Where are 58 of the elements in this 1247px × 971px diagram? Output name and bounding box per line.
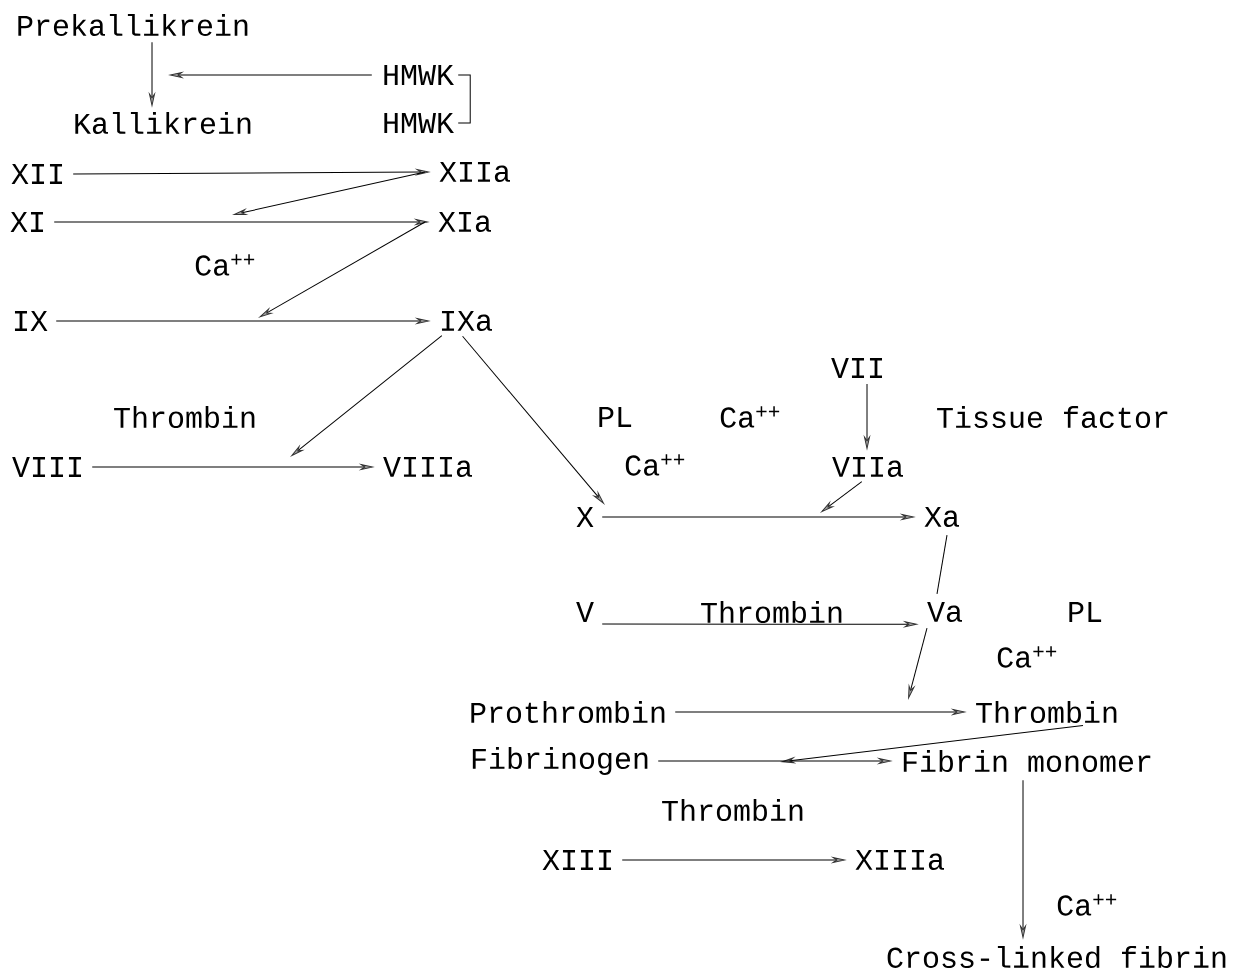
- arrow: [291, 335, 443, 457]
- cofactor-label: Thrombin: [701, 601, 842, 623]
- arrow: [53, 219, 428, 225]
- cofactor-label: Thrombin: [114, 406, 255, 428]
- factor-label: HMWK: [384, 113, 454, 133]
- arrow: [169, 72, 373, 78]
- arrow: [821, 481, 863, 513]
- cofactor-label: PL: [599, 407, 632, 427]
- cofactor-label: Thrombin: [662, 799, 803, 821]
- arrow: [657, 758, 891, 764]
- cofactor-label: Tissue factor: [937, 406, 1168, 428]
- cofactor-label: Ca$^{++}$: [1057, 894, 1117, 916]
- arrow: [233, 171, 426, 215]
- factor-label: HMWK: [384, 65, 454, 85]
- arrow: [259, 221, 426, 318]
- factor-label: X: [576, 507, 594, 527]
- arrow: [781, 724, 1084, 764]
- bracket-line: [457, 74, 471, 124]
- factor-label: V: [576, 602, 594, 622]
- arrow: [864, 383, 870, 449]
- arrow: [91, 464, 373, 470]
- factor-label: XIIa: [439, 161, 510, 183]
- arrow: [601, 621, 917, 628]
- factor-label: XIII: [542, 850, 611, 870]
- factor-label: VIII: [12, 457, 81, 477]
- cofactor-label: PL: [1069, 602, 1102, 622]
- factor-label: IXa: [441, 310, 492, 332]
- factor-label: Kallikrein: [75, 112, 251, 134]
- factor-label: Xa: [924, 506, 959, 528]
- arrow: [601, 514, 914, 520]
- factor-label: XI: [10, 212, 43, 232]
- factor-label: VIIIa: [383, 456, 472, 478]
- factor-label: Cross-linked fibrin: [887, 945, 1226, 969]
- cofactor-label: Ca$^{++}$: [997, 646, 1057, 668]
- factor-label: Fibrinogen: [472, 747, 648, 775]
- cofactor-label: Ca$^{++}$: [625, 454, 685, 476]
- arrow: [908, 627, 928, 699]
- factor-label: VII: [831, 358, 882, 378]
- factor-label: XIa: [438, 211, 491, 233]
- arrow: [621, 857, 845, 863]
- factor-label: VIIa: [832, 456, 903, 478]
- arrow: [674, 709, 965, 715]
- connector-line: [936, 534, 948, 595]
- factor-label: Prekallikrein: [18, 14, 248, 36]
- arrow: [55, 318, 429, 324]
- cofactor-label: Ca$^{++}$: [195, 254, 255, 276]
- factor-label: Prothrombin: [471, 701, 665, 723]
- factor-label: XIIIa: [855, 849, 944, 871]
- arrow: [72, 169, 429, 176]
- arrow: [462, 335, 604, 504]
- arrow: [1020, 779, 1026, 938]
- factor-label: IX: [14, 311, 48, 331]
- cofactor-label: Ca$^{++}$: [720, 406, 780, 428]
- factor-label: Va: [927, 601, 962, 623]
- factor-label: Fibrin monomer: [903, 750, 1151, 772]
- arrow: [149, 41, 155, 106]
- factor-label: XII: [11, 164, 62, 184]
- factor-label: Thrombin: [976, 701, 1117, 723]
